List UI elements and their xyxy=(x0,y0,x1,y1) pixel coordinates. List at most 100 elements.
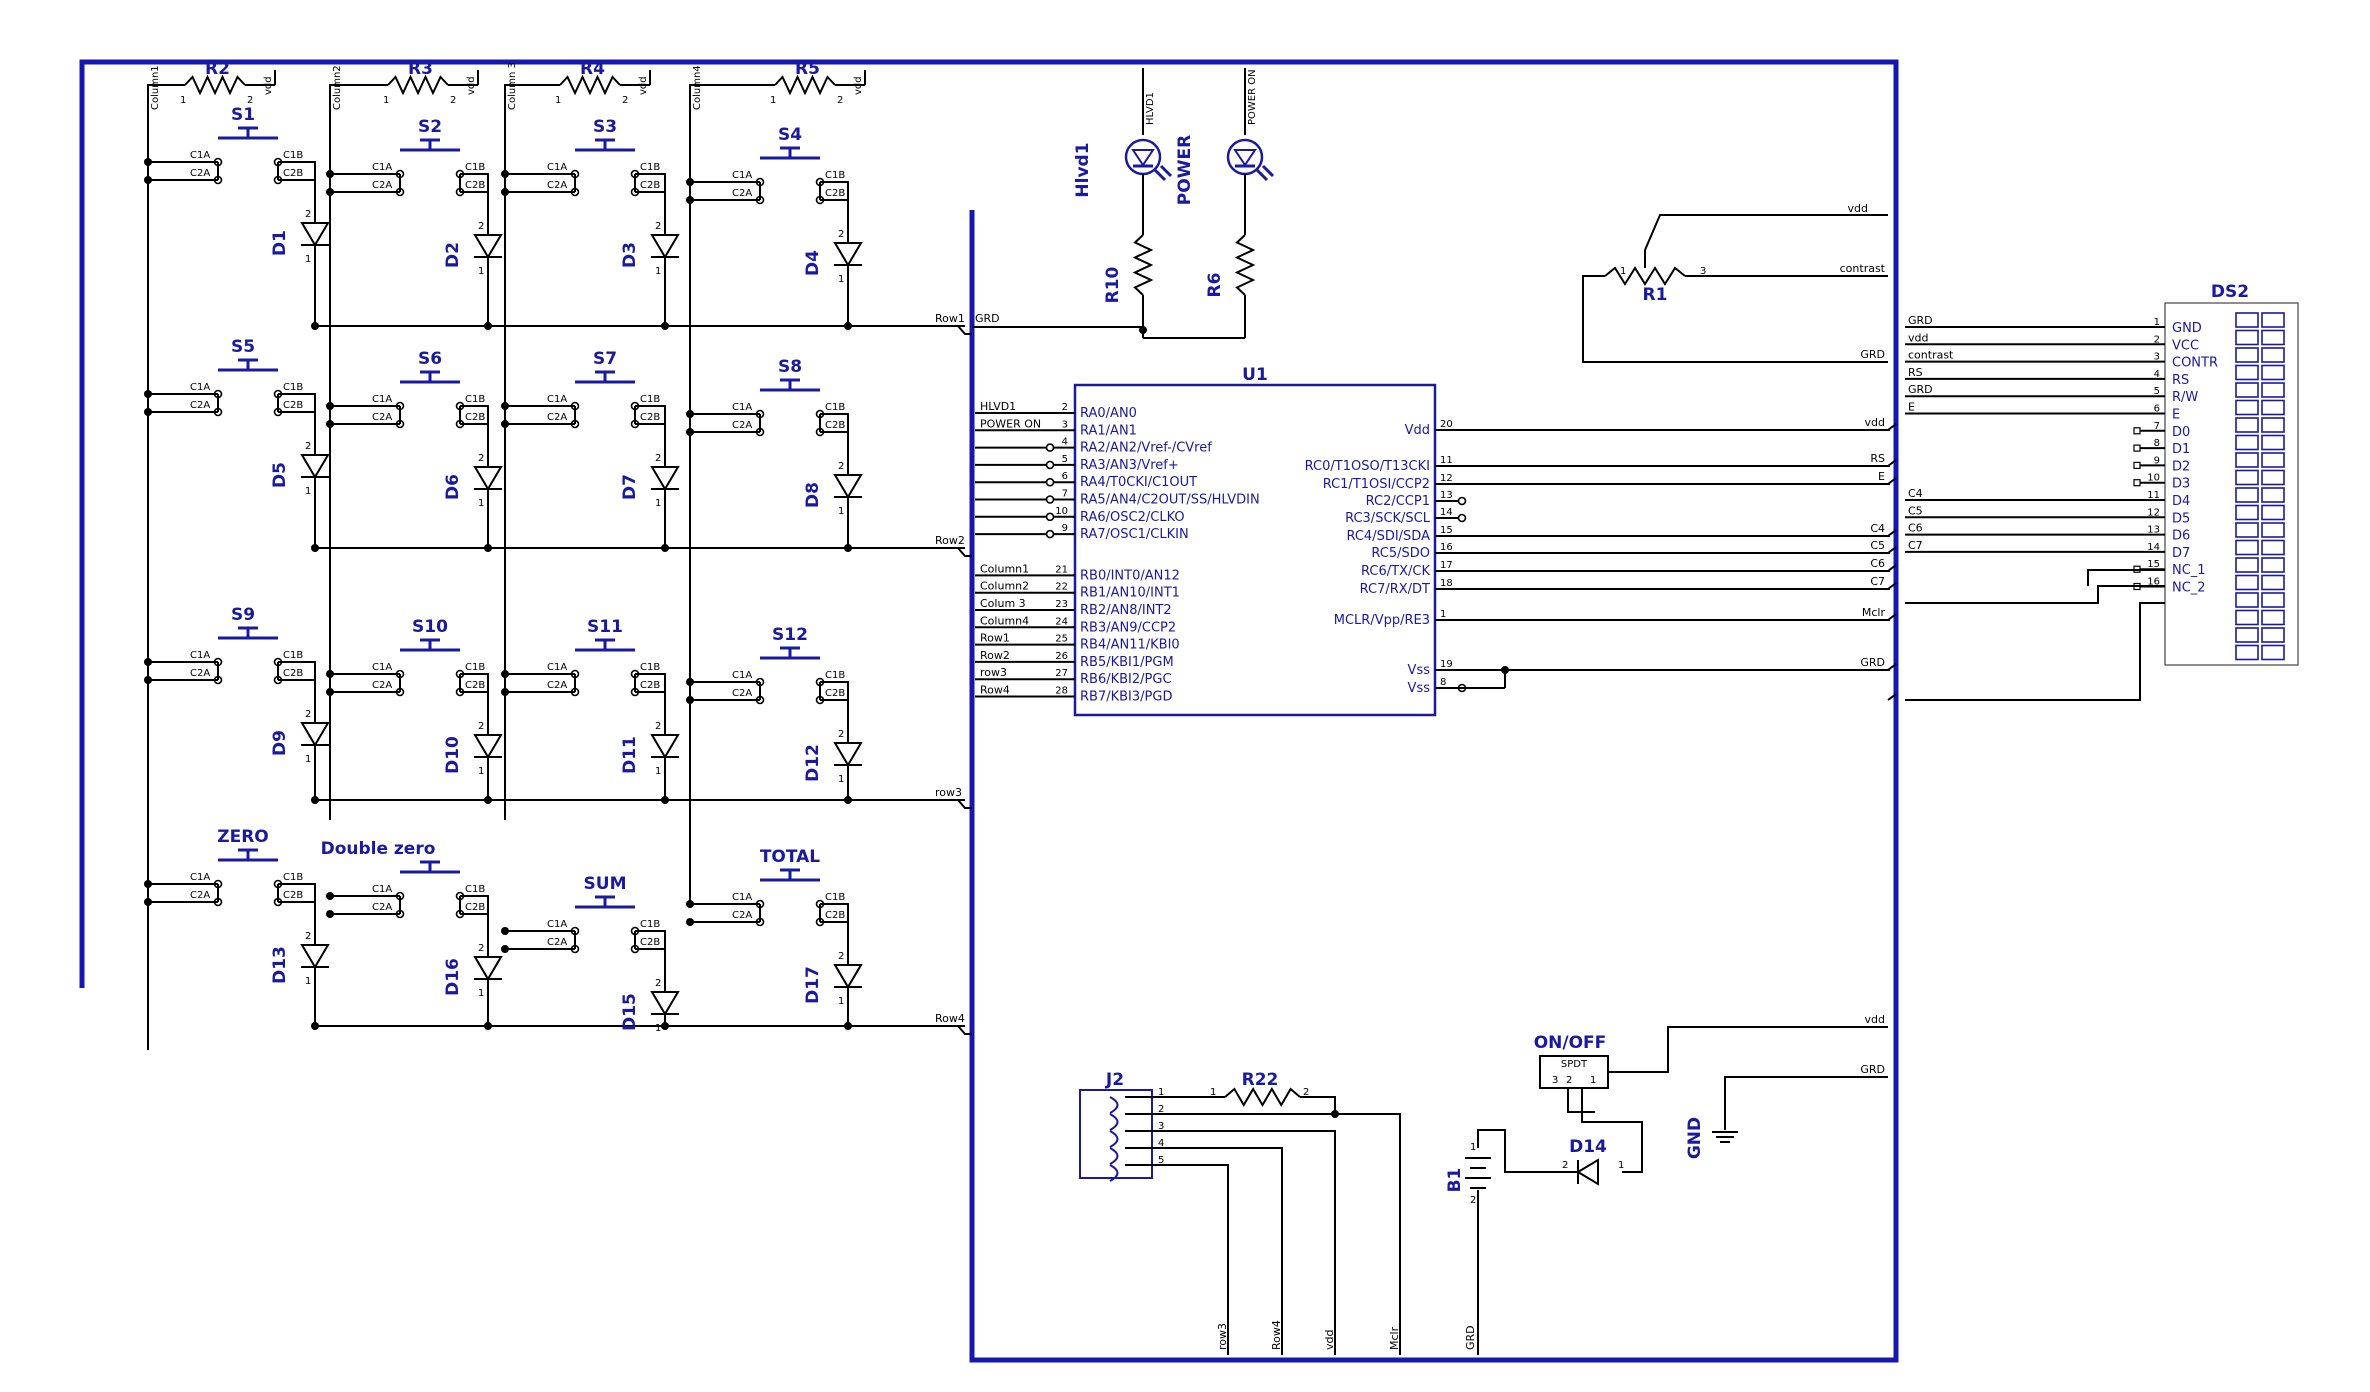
pin-number: 2 xyxy=(838,951,844,962)
lcd-cell xyxy=(2235,644,2259,661)
pin-label: C1A xyxy=(547,162,567,173)
lcd-cell xyxy=(2261,329,2285,346)
net-label: vdd xyxy=(1848,202,1868,215)
ds2-net-label: C6 xyxy=(1908,522,1923,535)
diode-label: D6 xyxy=(443,474,463,500)
j2-contact xyxy=(1109,1096,1119,1114)
u1-net-label: POWER ON xyxy=(980,417,1041,430)
u1-pin-name: RC0/T1OSO/T13CKI xyxy=(1305,459,1430,474)
pin-number: 2 xyxy=(305,209,311,220)
gnd-label: GND xyxy=(1685,1117,1705,1159)
junction-dot xyxy=(311,796,319,804)
u1-net-label: Colum 3 xyxy=(980,597,1026,610)
pin-label: C1B xyxy=(825,892,845,903)
junction-dot xyxy=(501,927,509,935)
ds2-pin-name: NC_1 xyxy=(2172,563,2206,578)
diode-label: D16 xyxy=(443,958,463,996)
diode-label: D9 xyxy=(270,730,290,756)
lcd-cell xyxy=(2261,487,2285,503)
junction-dot xyxy=(501,670,509,678)
pin-label: C1A xyxy=(372,394,392,405)
row-net-label: Row2 xyxy=(935,534,965,547)
u1-pin-number: 9 xyxy=(1062,523,1068,534)
pin-number: 2 xyxy=(838,461,844,472)
net-label: GRD xyxy=(1860,1063,1885,1076)
u1-pin-number: 2 xyxy=(1062,402,1068,413)
ds2-net-label: C4 xyxy=(1908,487,1923,500)
u1-pin-number: 24 xyxy=(1055,616,1068,627)
diode-triangle xyxy=(300,722,330,747)
diode-D5 xyxy=(300,454,330,479)
lcd-cell xyxy=(2235,504,2259,521)
row-entry xyxy=(930,1025,972,1035)
pin-number: 2 xyxy=(655,978,661,989)
pin-label: C1A xyxy=(547,394,567,405)
wire xyxy=(278,393,316,437)
junction-dot xyxy=(326,402,334,410)
diode-triangle xyxy=(473,234,503,259)
junction-dot xyxy=(844,1022,852,1030)
pin-number: 1 xyxy=(655,1023,661,1034)
d14-triangle xyxy=(1576,1158,1599,1186)
ds2-lcd: DS2GND1GRDVCC2vddCONTR3contrastRS4RSR/W5… xyxy=(1887,282,2299,701)
lcd-cell xyxy=(2261,312,2285,328)
pin-label: C2B xyxy=(825,910,845,921)
u1-pin-number: 27 xyxy=(1055,668,1068,679)
junction-dot xyxy=(144,880,152,888)
junction-dot xyxy=(686,196,694,204)
junction-dot xyxy=(144,658,152,666)
pin-label: C1A xyxy=(372,884,392,895)
pin-label: C2A xyxy=(732,420,752,431)
pin-label: C1B xyxy=(283,382,303,393)
pin-label: C1B xyxy=(283,650,303,661)
junction-dot xyxy=(484,1022,492,1030)
u1-pin-name: RB1/AN10/INT1 xyxy=(1080,586,1180,601)
lcd-cell xyxy=(2261,434,2285,451)
lcd-cell xyxy=(2261,469,2285,486)
terminal-circle xyxy=(1045,477,1055,487)
junction-dot xyxy=(501,402,509,410)
pin-number: 2 xyxy=(655,453,661,464)
diode-label: D15 xyxy=(620,993,640,1031)
wire xyxy=(820,903,849,947)
u1-pin-name: RA4/T0CKI/C1OUT xyxy=(1080,475,1197,490)
d14-label: D14 xyxy=(1569,1137,1607,1157)
wire xyxy=(147,84,160,135)
junction-dot xyxy=(144,176,152,184)
u1-pin-name: Vss xyxy=(1408,681,1431,696)
junction-dot xyxy=(686,678,694,686)
ds2-pin-name: CONTR xyxy=(2172,356,2218,371)
u1-pin-number: 11 xyxy=(1440,455,1453,466)
pin-label: C2B xyxy=(283,890,303,901)
pin-label: C2B xyxy=(640,937,660,948)
ds2-body xyxy=(2164,302,2299,666)
net-label: POWER ON xyxy=(1247,69,1258,125)
pin-number: 2 xyxy=(1562,1160,1568,1171)
junction-dot xyxy=(661,796,669,804)
resistor-zigzag xyxy=(387,74,449,96)
u1-pin-name: RB5/KBI1/PGM xyxy=(1080,655,1174,670)
pin-label: C2B xyxy=(283,668,303,679)
u1-pin-number: 21 xyxy=(1055,564,1068,575)
ds2-pin-name: D1 xyxy=(2172,442,2190,457)
switch-label: Double zero xyxy=(321,839,436,859)
u1-net-label: Column4 xyxy=(980,614,1029,627)
pin-label: C1A xyxy=(547,662,567,673)
terminal-circle xyxy=(1045,512,1055,522)
u1-pin-name: RB4/AN11/KBI0 xyxy=(1080,638,1180,653)
resistor-label: R5 xyxy=(795,59,820,79)
diode-triangle xyxy=(473,466,503,491)
ds2-net-label: GRD xyxy=(1908,314,1933,327)
pin-label: C2B xyxy=(640,412,660,423)
switch-label: S7 xyxy=(593,349,617,369)
u1-pin-name: MCLR/Vpp/RE3 xyxy=(1334,613,1430,628)
ds2-pin-name: E xyxy=(2172,408,2180,423)
resistor-r22 xyxy=(1224,1087,1301,1107)
diode-triangle xyxy=(300,222,330,247)
lcd-cell xyxy=(2235,574,2259,591)
